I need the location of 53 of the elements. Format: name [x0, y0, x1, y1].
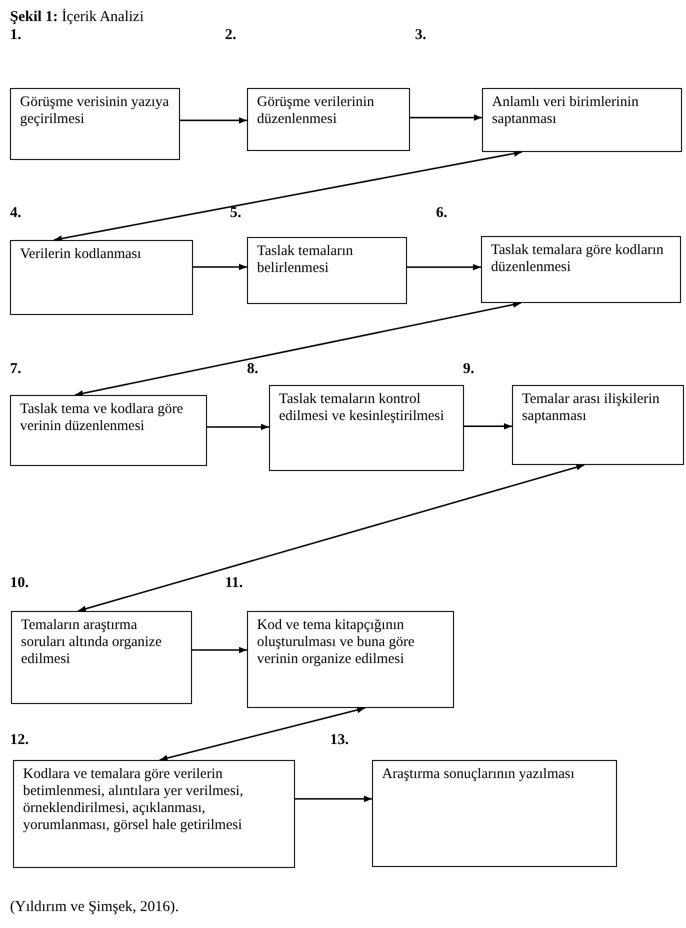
step-text: Araştırma sonuçlarının yazılması	[382, 766, 576, 783]
process-box	[481, 236, 681, 303]
arrow	[78, 464, 584, 612]
step-number: 5.	[230, 206, 242, 221]
process-box	[247, 237, 407, 304]
step-text: Görüşme verilerinin düzenlenmesi	[257, 94, 376, 128]
step-text: Taslak temaların belirlenmesi	[257, 243, 354, 277]
step-number: 10.	[10, 576, 29, 591]
arrow	[180, 117, 247, 124]
step-number: 13.	[330, 733, 349, 748]
step-text: Temalar arası ilişkilerin saptanması	[522, 391, 660, 425]
step-text: Taslak temaların kontrol edilmesi ve kesinleştirilmesi	[279, 391, 446, 425]
step-number: 12.	[10, 733, 29, 748]
arrow	[54, 150, 522, 242]
step-number: 2.	[225, 28, 236, 43]
process-box	[482, 88, 682, 152]
arrow	[410, 114, 482, 121]
citation: (Yıldırım ve Şimşek, 2016).	[10, 898, 179, 917]
process-box	[10, 88, 180, 160]
step-text: Taslak temalara göre kodların düzenlenmesi	[491, 242, 665, 276]
step-number: 3.	[415, 28, 426, 43]
arrow	[74, 301, 522, 397]
arrow	[193, 264, 247, 270]
process-box	[10, 395, 207, 466]
step-number: 6.	[436, 206, 448, 221]
step-text: Verilerin kodlanması	[20, 246, 142, 263]
process-box	[372, 760, 617, 867]
process-box	[11, 611, 192, 704]
step-number: 7.	[10, 362, 22, 377]
step-number: 11.	[225, 576, 243, 591]
step-text: Görüşme verisinin yazıya geçirilmesi	[20, 94, 170, 128]
process-box	[269, 385, 464, 471]
arrow	[407, 264, 481, 270]
step-text: Kod ve tema kitapçığının oluşturulması ve buna göre verinin organize edilmesi	[257, 617, 416, 668]
arrow	[207, 424, 269, 430]
arrow	[464, 423, 512, 430]
step-number: 8.	[247, 362, 258, 377]
process-box	[247, 88, 410, 151]
arrow	[192, 646, 247, 654]
step-number: 1.	[10, 28, 22, 43]
step-text: Anlamlı veri birimlerinin saptanması	[492, 94, 640, 128]
process-box	[247, 611, 454, 708]
process-box	[13, 760, 295, 868]
process-box	[512, 385, 684, 465]
step-text: Kodlara ve temalara göre verilerin betimlenmesi, alıntılara yer verilmesi, örneklendirilmesi, açıklanması, yorumlanması, görsel hale getirilmesi	[23, 766, 244, 834]
arrow	[159, 706, 366, 762]
arrow	[295, 796, 372, 802]
figure-title: Şekil 1: İçerik Analizi	[10, 8, 144, 27]
step-number: 4.	[10, 206, 22, 221]
step-text: Taslak tema ve kodlara göre verinin düzenlenmesi	[20, 401, 184, 435]
step-number: 9.	[463, 362, 474, 377]
step-text: Temaların araştırma soruları altında organize edilmesi	[21, 617, 163, 668]
process-box	[10, 240, 193, 315]
